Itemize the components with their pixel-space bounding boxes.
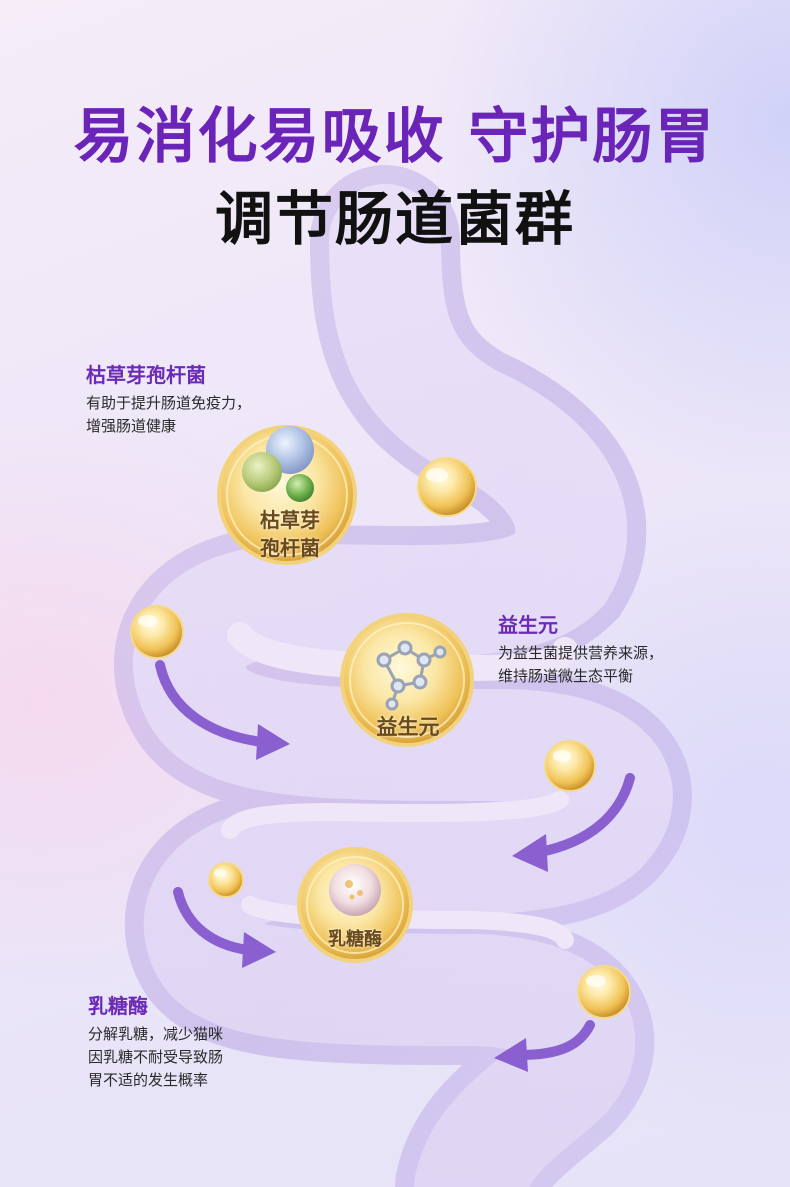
callout-desc-line: 有助于提升肠道免疫力， <box>86 394 252 412</box>
gold-bubble-small <box>544 740 596 792</box>
callout-description: 分解乳糖，减少猫咪 因乳糖不耐受导致肠 胃不适的发生概率 <box>88 1023 223 1092</box>
callout-desc-line: 维持肠道微生态平衡 <box>498 667 634 685</box>
flow-arrow-1 <box>155 660 290 760</box>
capsule-label-line: 枯草芽 <box>260 508 320 532</box>
gold-bubble-small <box>208 862 244 898</box>
headline-primary: 易消化易吸收 守护肠胃 <box>73 102 717 172</box>
bacillus-capsule <box>217 425 357 565</box>
dark-green-bacteria-icon <box>286 474 314 502</box>
flow-arrow-3 <box>173 887 276 968</box>
callout-title: 枯草芽孢杆菌 <box>86 363 206 387</box>
callout-description: 为益生菌提供营养来源， 维持肠道微生态平衡 <box>498 642 663 688</box>
green-bacteria-icon <box>242 452 282 492</box>
molecule-icon <box>376 640 447 711</box>
callout-desc-line: 增强肠道健康 <box>86 417 177 435</box>
gold-bubble-small <box>130 605 184 659</box>
gold-bubble-small <box>577 965 631 1019</box>
callout-title: 益生元 <box>498 613 558 637</box>
prebiotic-capsule <box>340 613 474 747</box>
lactase-capsule <box>297 847 413 963</box>
prebiotic-callout: 益生元 为益生菌提供营养来源， 维持肠道微生态平衡 <box>498 612 663 688</box>
callout-desc-line: 分解乳糖，减少猫咪 <box>88 1025 224 1043</box>
intestine-gap-2 <box>221 791 569 839</box>
bacillus-callout: 枯草芽孢杆菌 有助于提升肠道免疫力， 增强肠道健康 <box>86 362 251 438</box>
callout-desc-line: 胃不适的发生概率 <box>88 1071 209 1089</box>
gold-bubble-small <box>417 457 477 517</box>
intestine-gap-3 <box>241 896 574 949</box>
capsule-label-line: 孢杆菌 <box>260 536 320 560</box>
callout-title: 乳糖酶 <box>88 994 148 1018</box>
prebiotic-capsule-label: 益生元 <box>376 715 440 739</box>
lactase-capsule-label: 乳糖酶 <box>328 929 382 950</box>
callout-desc-line: 因乳糖不耐受导致肠 <box>88 1048 224 1066</box>
enzyme-icon <box>329 864 381 916</box>
lactase-callout: 乳糖酶 分解乳糖，减少猫咪 因乳糖不耐受导致肠 胃不适的发生概率 <box>88 993 223 1092</box>
callout-description: 有助于提升肠道免疫力， 增强肠道健康 <box>86 392 251 438</box>
flow-arrow-2 <box>512 773 635 872</box>
flow-arrow-4 <box>494 1020 595 1072</box>
callout-desc-line: 为益生菌提供营养来源， <box>498 644 664 662</box>
headline-secondary: 调节肠道菌群 <box>214 185 575 253</box>
bacillus-capsule-label: 枯草芽 孢杆菌 <box>240 506 340 562</box>
